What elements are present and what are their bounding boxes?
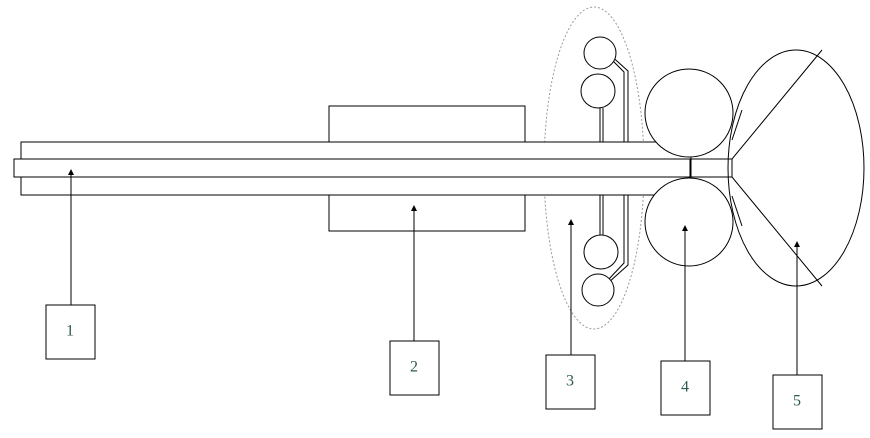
feed-roller-bottom [644,177,734,267]
funnel-line-top-2 [731,109,743,141]
linkage-bottom-outer [607,195,629,284]
linkage-bottom-inner [607,195,625,281]
guide-roller-1 [583,36,617,70]
guide-roller-2 [580,73,616,109]
guide-roller-assembly [580,36,629,307]
callout-label-3: 3 [566,373,574,390]
feed-roller-top [644,68,734,158]
callout-label-1: 1 [66,323,74,340]
callout-label-4: 4 [681,379,689,396]
clamp-block-bottom [328,194,526,232]
callout-label-2: 2 [410,359,418,376]
callout-box-5: 5 [772,374,823,430]
clamp-block-top [328,105,526,143]
collector-ellipse [727,49,865,287]
funnel-line-bottom-2 [731,195,743,227]
funnel-connection [690,49,823,287]
callout-box-2: 2 [389,340,440,396]
callout-box-4: 4 [660,360,711,416]
guide-roller-4 [581,273,615,307]
inner-rod [13,158,691,178]
callout-box-1: 1 [45,304,96,360]
callout-box-3: 3 [545,354,596,410]
callout-label-5: 5 [793,393,801,410]
guide-roller-3 [583,234,619,270]
